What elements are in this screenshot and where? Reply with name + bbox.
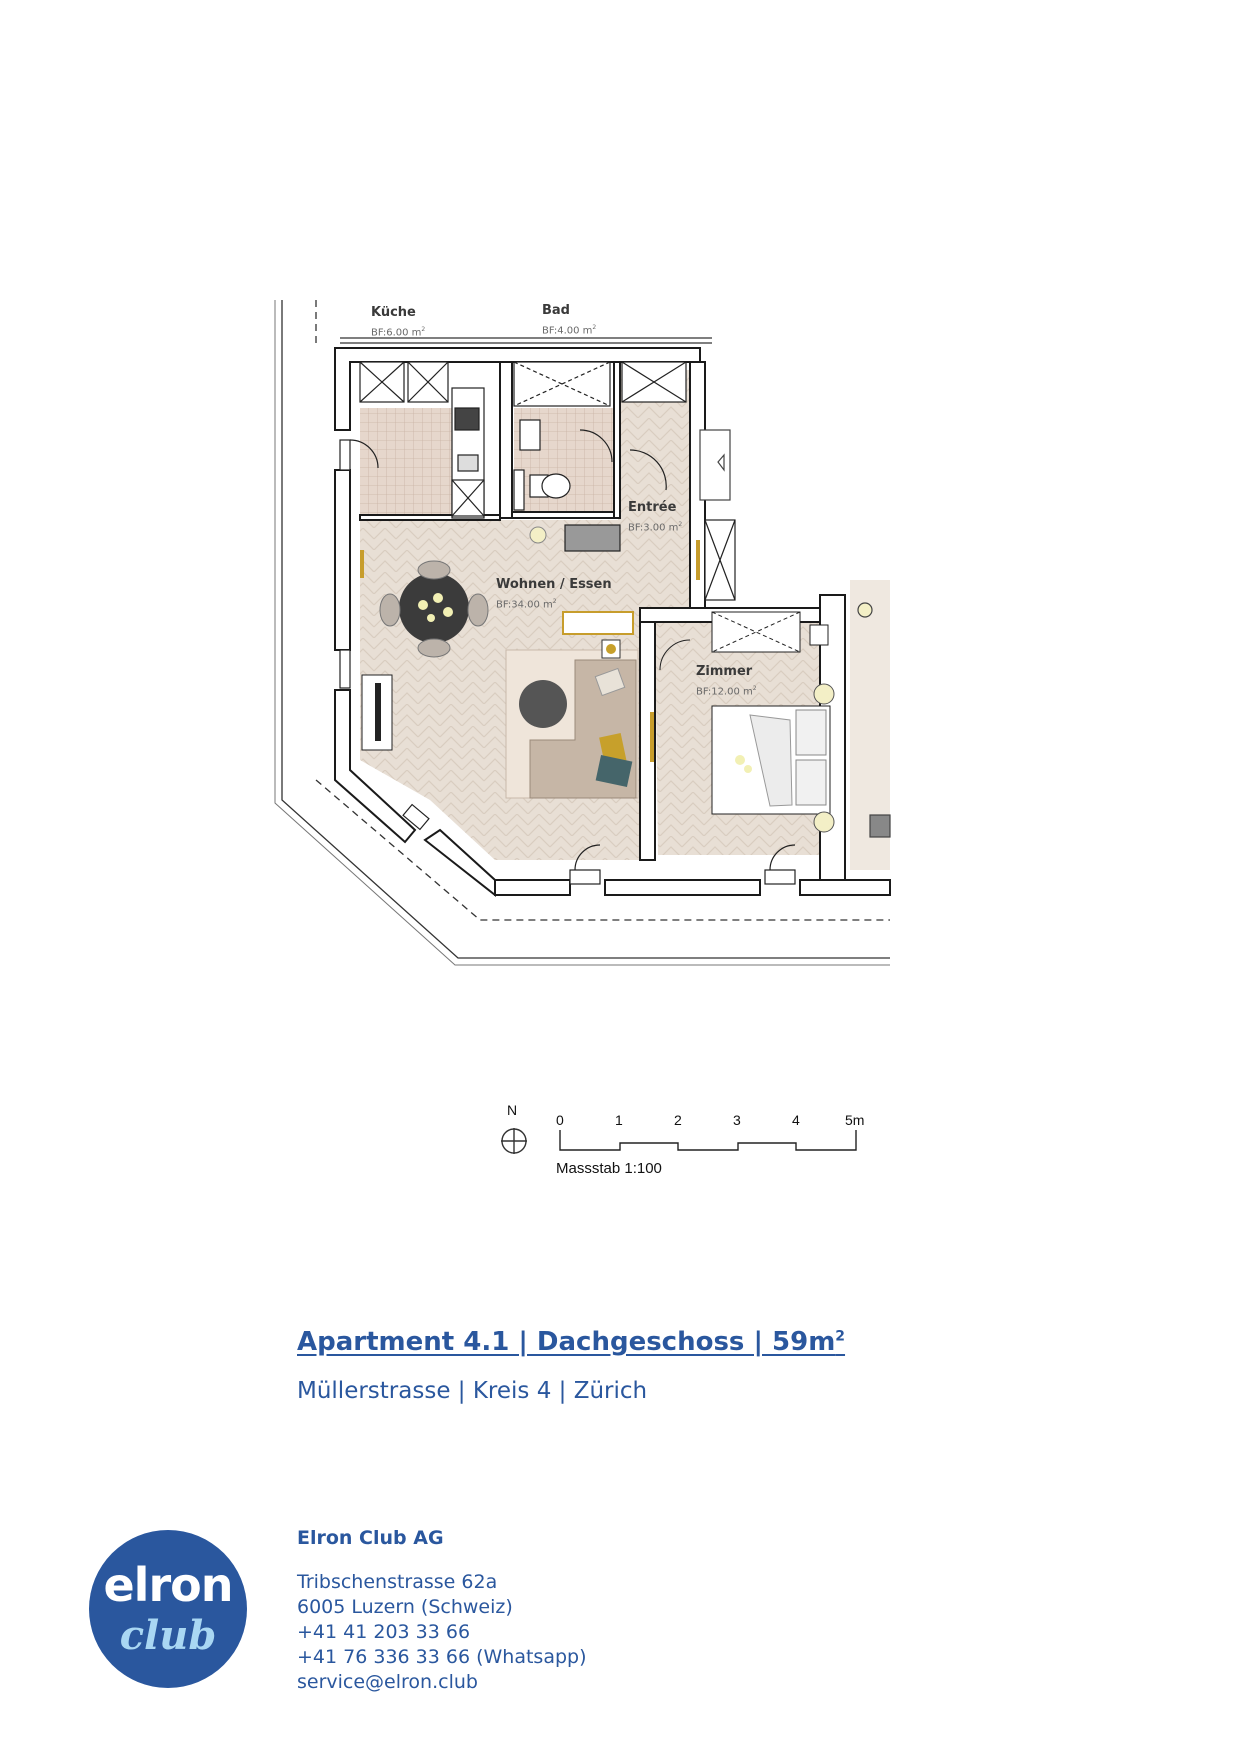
room-label-entree: Entrée	[628, 500, 677, 515]
room-area-entree: BF:3.00 m2	[628, 521, 683, 534]
scale-bar	[559, 1130, 857, 1151]
scale-tick-3: 3	[733, 1112, 741, 1128]
listing-subtitle: Müllerstrasse | Kreis 4 | Zürich	[297, 1378, 648, 1404]
scale-tick-4: 4	[792, 1112, 800, 1128]
bedroom-furniture	[650, 611, 835, 833]
email-link[interactable]: service@elron.club	[297, 1671, 478, 1693]
room-area-bad: BF:4.00 m2	[542, 324, 597, 337]
logo-word-elron: elron	[103, 1558, 233, 1612]
elron-club-logo: elron club	[89, 1530, 247, 1688]
room-label-wohnen-essen: Wohnen / Essen	[496, 577, 612, 592]
company-contact: Tribschenstrasse 62a 6005 Luzern (Schwei…	[297, 1570, 587, 1695]
address-city: 6005 Luzern (Schweiz)	[297, 1596, 513, 1618]
scale-tick-1: 1	[615, 1112, 623, 1128]
compass-icon	[501, 1128, 527, 1154]
room-area-wohnen-essen: BF:34.00 m2	[496, 598, 557, 611]
logo-word-club: club	[119, 1612, 217, 1659]
room-label-zimmer: Zimmer	[696, 664, 753, 679]
dining-table	[399, 573, 469, 643]
scale-caption: Massstab 1:100	[556, 1160, 662, 1177]
room-area-kueche: BF:6.00 m2	[371, 326, 426, 339]
neighbor-stair	[699, 429, 891, 838]
phone-number[interactable]: +41 41 203 33 66	[297, 1621, 471, 1643]
listing-title: Apartment 4.1 | Dachgeschoss | 59m2	[297, 1327, 846, 1357]
entree-fixtures	[564, 361, 736, 601]
coffee-table	[519, 680, 567, 728]
whatsapp-number[interactable]: +41 76 336 33 66 (Whatsapp)	[297, 1646, 587, 1668]
compass-north-label: N	[507, 1102, 518, 1118]
floor-plan	[274, 300, 891, 966]
kitchen-fixtures	[359, 361, 485, 519]
room-area-zimmer: BF:12.00 m2	[696, 685, 757, 698]
room-label-kueche: Küche	[371, 305, 416, 320]
scale-tick-0: 0	[556, 1112, 564, 1128]
company-name: Elron Club AG	[297, 1527, 444, 1549]
windows	[339, 439, 796, 885]
scale-tick-5: 5m	[845, 1112, 865, 1128]
living-furniture	[360, 526, 700, 799]
walls	[334, 347, 891, 898]
site-boundary-lines	[274, 300, 890, 966]
address-street: Tribschenstrasse 62a	[297, 1571, 498, 1593]
kitchen-floor	[360, 408, 455, 518]
scale-tick-2: 2	[674, 1112, 682, 1128]
room-label-bad: Bad	[542, 303, 570, 318]
bath-fixtures	[513, 361, 613, 511]
